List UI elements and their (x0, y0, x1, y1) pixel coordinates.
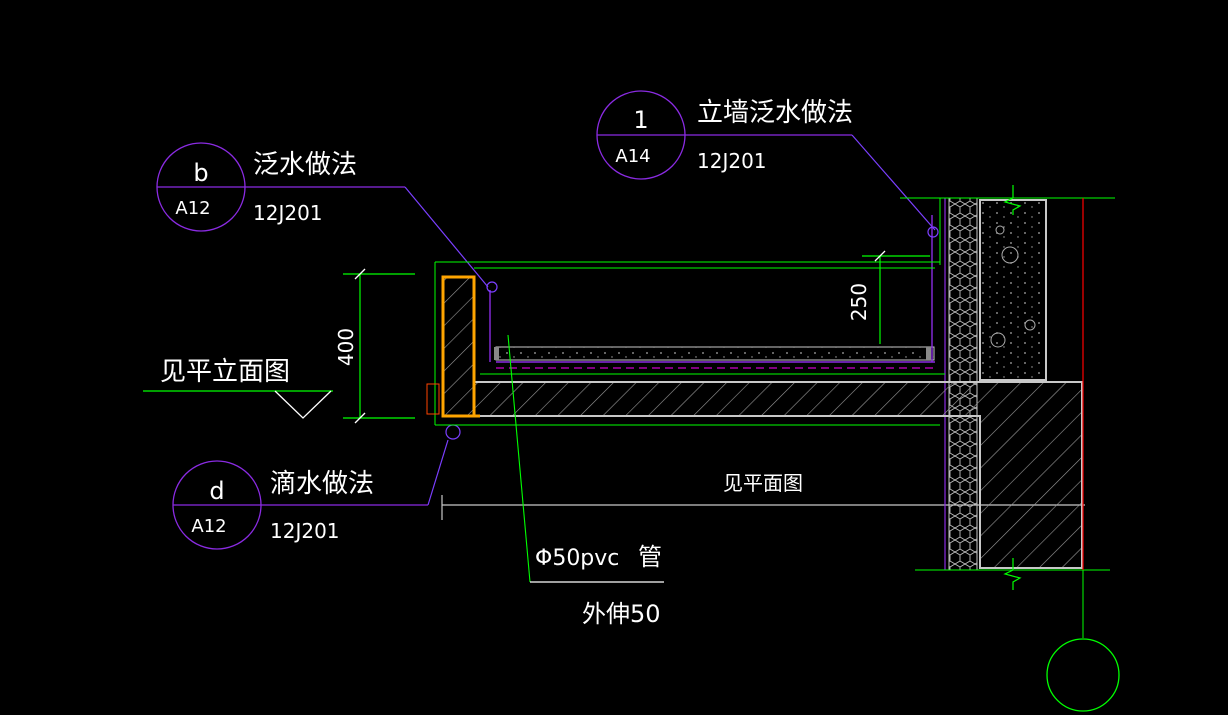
aggregate (1001, 246, 1019, 264)
tick (874, 250, 886, 262)
pipe-end (494, 347, 499, 360)
wall-block-upper (979, 199, 1047, 381)
dimension-text: 250 (847, 283, 871, 321)
aggregate (990, 332, 1006, 348)
plan-reference: 见平面图 (441, 471, 1085, 520)
callout-sheet: A12 (191, 516, 226, 537)
callout-1: 1 A14 立墙泛水做法 12J201 (596, 90, 936, 231)
callout-d: d A12 滴水做法 12J201 (172, 424, 461, 550)
pipe-word: 管 (638, 543, 662, 571)
dimension-400: 400 (334, 268, 415, 424)
aggregate (1024, 319, 1036, 331)
screed-layer (495, 346, 935, 361)
dimension-250: 250 (847, 250, 930, 344)
tick (354, 412, 366, 424)
break-mark (1003, 558, 1022, 590)
structure (426, 185, 1120, 712)
callout-title: 立墙泛水做法 (697, 98, 853, 128)
callout-standard: 12J201 (253, 201, 323, 225)
tick (354, 268, 366, 280)
callout-leader (851, 134, 936, 231)
callout-title: 泛水做法 (253, 150, 357, 180)
elevation-reference: 见平立面图 (143, 357, 333, 419)
drain-marker (486, 281, 498, 293)
overflow-marker (426, 383, 440, 415)
callout-number: d (209, 477, 224, 505)
axis-bubble (1046, 638, 1120, 712)
drain-marker (927, 226, 939, 238)
plan-label: 见平面图 (723, 471, 803, 495)
drip-marker (445, 424, 461, 440)
callout-leader (427, 439, 449, 506)
callout-number: 1 (633, 106, 648, 134)
callout-sheet: A12 (175, 198, 210, 219)
elevation-label: 见平立面图 (160, 357, 290, 387)
pipe-end (926, 347, 931, 360)
pipe-label: Φ50pvc (535, 546, 619, 571)
callout-number: b (193, 159, 208, 187)
break-mark (1003, 185, 1022, 215)
parapet (441, 275, 476, 418)
pipe-annotation: Φ50pvc 管 外伸50 (507, 334, 664, 628)
callout-b: b A12 泛水做法 12J201 (156, 142, 489, 288)
pipe-extend-label: 外伸50 (582, 600, 661, 628)
dimension-text: 400 (334, 328, 358, 366)
elevation-triangle (274, 390, 332, 419)
callout-standard: 12J201 (697, 149, 767, 173)
callout-title: 滴水做法 (270, 469, 374, 499)
callout-standard: 12J201 (270, 519, 340, 543)
aggregate (995, 225, 1005, 235)
callout-sheet: A14 (615, 146, 650, 167)
pipe-leader (507, 334, 531, 583)
callout-leader (404, 186, 489, 288)
